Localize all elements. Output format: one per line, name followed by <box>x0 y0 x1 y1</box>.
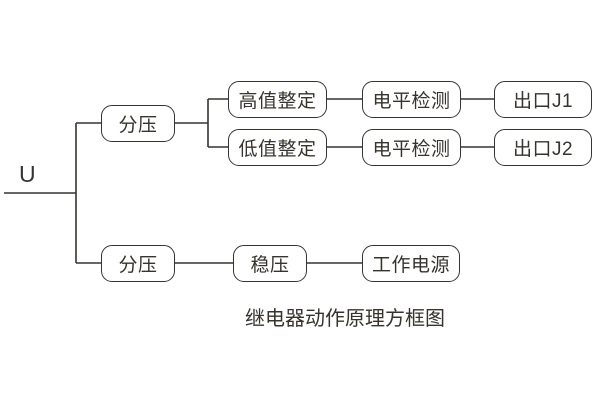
block-voltage-regulator: 稳压 <box>233 245 307 282</box>
block-outlet-j2: 出口J2 <box>494 129 592 166</box>
block-outlet-j1: 出口J1 <box>494 81 592 118</box>
block-voltage-divider-bottom: 分压 <box>101 245 175 282</box>
block-high-value-setting: 高值整定 <box>228 81 327 118</box>
block-working-power: 工作电源 <box>362 245 460 282</box>
branch-split-lines <box>175 98 228 148</box>
upper-row-connector-lines <box>327 98 494 148</box>
block-low-value-setting: 低值整定 <box>228 129 327 166</box>
block-level-detection-1: 电平检测 <box>362 81 461 118</box>
input-branch-lines <box>4 122 101 264</box>
diagram-caption: 继电器动作原理方框图 <box>245 308 445 330</box>
block-voltage-divider-top: 分压 <box>101 105 175 142</box>
block-level-detection-2: 电平检测 <box>362 129 461 166</box>
input-label-u: U <box>19 161 36 187</box>
